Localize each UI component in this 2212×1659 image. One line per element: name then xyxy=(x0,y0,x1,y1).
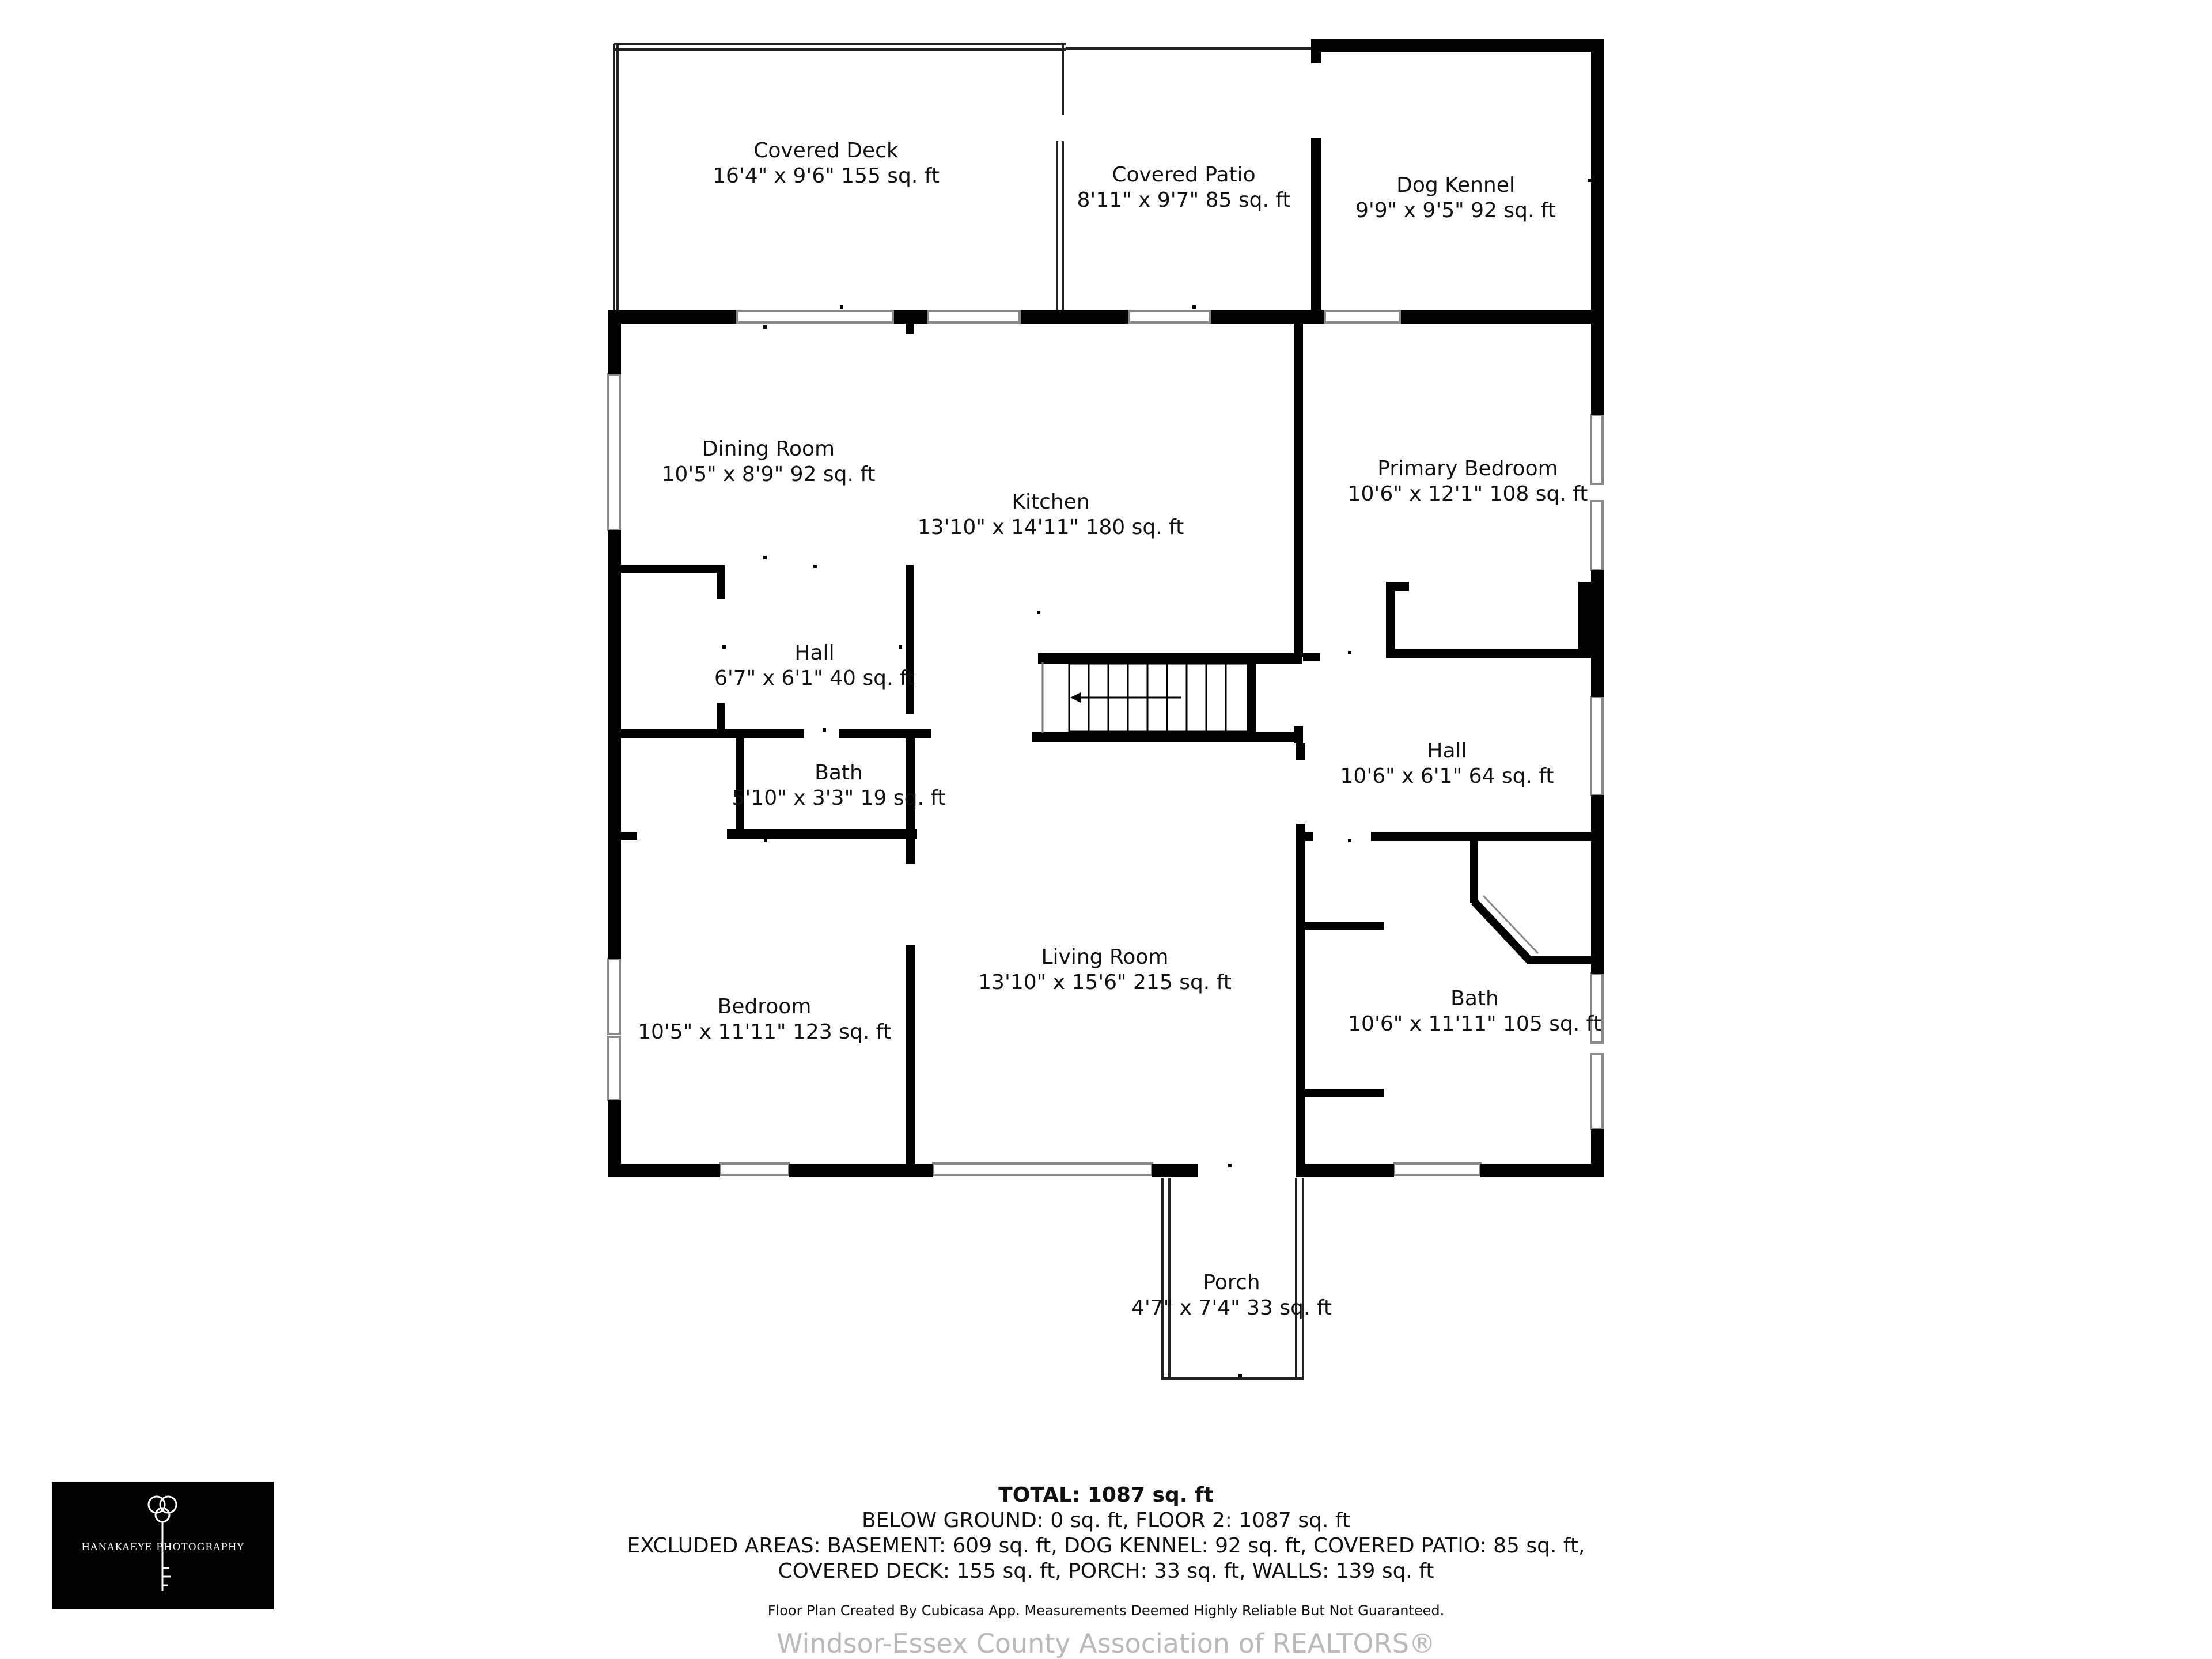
room-label-dining-room: Dining Room 10'5" x 8'9" 92 sq. ft xyxy=(662,437,876,487)
room-name: Living Room xyxy=(1041,945,1169,969)
room-label-living-room: Living Room 13'10" x 15'6" 215 sq. ft xyxy=(978,945,1232,995)
room-label-dog-kennel: Dog Kennel 9'9" x 9'5" 92 sq. ft xyxy=(1355,173,1556,224)
room-label-bedroom: Bedroom 10'5" x 11'11" 123 sq. ft xyxy=(638,994,891,1045)
area-summary-line: COVERED DECK: 155 sq. ft, PORCH: 33 sq. … xyxy=(778,1559,1434,1583)
key-icon xyxy=(147,1495,177,1591)
room-label-covered-deck: Covered Deck 16'4" x 9'6" 155 sq. ft xyxy=(713,138,940,189)
room-dimensions: 10'6" x 12'1" 108 sq. ft xyxy=(1347,482,1588,506)
room-dimensions: 10'6" x 6'1" 64 sq. ft xyxy=(1340,764,1554,788)
interior-walls xyxy=(620,323,1603,1169)
room-name: Porch xyxy=(1203,1271,1260,1294)
room-name: Bath xyxy=(1450,987,1499,1010)
stair-direction-arrow-icon xyxy=(1070,692,1081,703)
room-name: Hall xyxy=(794,641,835,665)
room-dimensions: 4'7" x 7'4" 33 sq. ft xyxy=(1131,1296,1332,1320)
room-label-bath: Bath 10'6" x 11'11" 105 sq. ft xyxy=(1348,986,1601,1037)
logo-text: HANAKAEYE PHOTOGRAPHY xyxy=(81,1541,244,1553)
room-label-bath: Bath 5'10" x 3'3" 19 sq. ft xyxy=(732,760,946,811)
room-dimensions: 13'10" x 15'6" 215 sq. ft xyxy=(978,971,1232,994)
room-name: Dog Kennel xyxy=(1396,173,1515,197)
room-dimensions: 10'6" x 11'11" 105 sq. ft xyxy=(1348,1012,1601,1036)
room-name: Bedroom xyxy=(717,995,812,1018)
room-label-porch: Porch 4'7" x 7'4" 33 sq. ft xyxy=(1131,1270,1332,1321)
room-name: Kitchen xyxy=(1012,490,1090,514)
thin-outdoor-walls xyxy=(613,43,1311,1380)
room-dimensions: 10'5" x 8'9" 92 sq. ft xyxy=(661,463,876,486)
room-name: Dining Room xyxy=(702,437,835,461)
window-openings xyxy=(607,310,1604,1176)
room-label-covered-patio: Covered Patio 8'11" x 9'7" 85 sq. ft xyxy=(1077,162,1291,213)
bath-angled-wall-thin xyxy=(1482,895,1539,955)
door-markers xyxy=(722,179,1591,1377)
room-dimensions: 10'5" x 11'11" 123 sq. ft xyxy=(638,1020,891,1044)
total-area: TOTAL: 1087 sq. ft xyxy=(998,1483,1214,1507)
photographer-logo: HANAKAEYE PHOTOGRAPHY xyxy=(52,1482,274,1609)
area-summary-line: BELOW GROUND: 0 sq. ft, FLOOR 2: 1087 sq… xyxy=(861,1509,1351,1532)
area-summary-line: EXCLUDED AREAS: BASEMENT: 609 sq. ft, DO… xyxy=(627,1534,1585,1558)
disclaimer: Floor Plan Created By Cubicasa App. Meas… xyxy=(767,1603,1445,1619)
room-name: Hall xyxy=(1427,739,1467,763)
room-dimensions: 16'4" x 9'6" 155 sq. ft xyxy=(713,164,940,188)
area-summary: TOTAL: 1087 sq. ft BELOW GROUND: 0 sq. f… xyxy=(530,1483,1682,1584)
exterior-walls xyxy=(608,39,1604,1177)
bath-angled-wall xyxy=(1471,899,1533,963)
room-label-hall: Hall 6'7" x 6'1" 40 sq. ft xyxy=(714,641,915,691)
watermark: Windsor-Essex County Association of REAL… xyxy=(777,1628,1435,1659)
room-name: Bath xyxy=(815,761,863,785)
room-name: Primary Bedroom xyxy=(1377,457,1558,480)
room-label-primary-bedroom: Primary Bedroom 10'6" x 12'1" 108 sq. ft xyxy=(1348,456,1588,507)
room-dimensions: 8'11" x 9'7" 85 sq. ft xyxy=(1077,188,1291,212)
room-name: Covered Deck xyxy=(753,139,899,162)
room-dimensions: 9'9" x 9'5" 92 sq. ft xyxy=(1355,199,1556,222)
room-dimensions: 13'10" x 14'11" 180 sq. ft xyxy=(917,516,1184,539)
room-dimensions: 5'10" x 3'3" 19 sq. ft xyxy=(732,786,946,810)
staircase xyxy=(1041,662,1249,733)
room-dimensions: 6'7" x 6'1" 40 sq. ft xyxy=(714,666,915,690)
room-name: Covered Patio xyxy=(1112,163,1256,187)
room-label-hall: Hall 10'6" x 6'1" 64 sq. ft xyxy=(1340,738,1554,789)
room-label-kitchen: Kitchen 13'10" x 14'11" 180 sq. ft xyxy=(918,490,1184,540)
